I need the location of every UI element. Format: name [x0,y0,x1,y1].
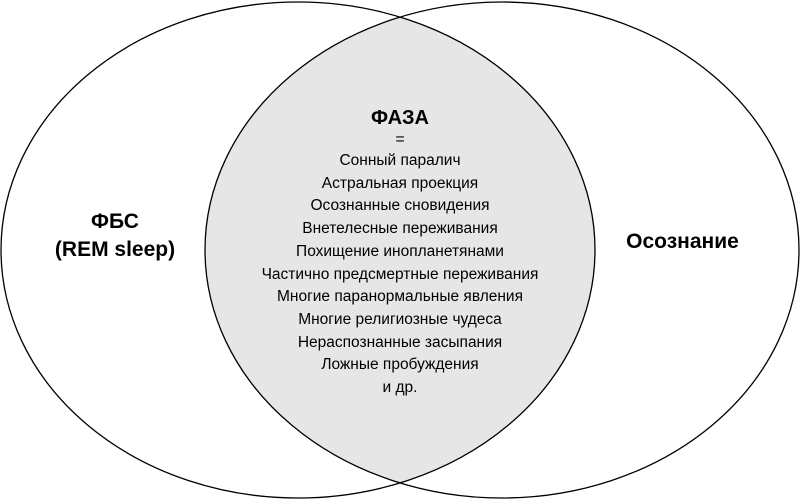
left-circle [0,1,596,499]
equals-sign: = [395,131,405,148]
list-item: Многие паранормальные явления [277,288,523,306]
list-item: Частично предсмертные переживания [261,265,539,283]
intersection-region [205,2,595,498]
list-item: Внетелесные переживания [302,220,498,238]
left-set-label: ФБС (REM sleep) [20,208,210,264]
intersection-list: Сонный паралич Астральная проекция Осозн… [200,150,600,400]
right-circle [204,1,800,499]
list-item: Сонный паралич [339,152,461,169]
list-item: Многие религиозные чудеса [298,310,502,328]
left-set-subtitle: (REM sleep) [54,238,176,261]
intersection-label: ФАЗА = Сонный паралич Астральная проекци… [200,106,600,400]
list-item: Нераспознанные засыпания [297,333,503,351]
list-item: Астральная проекция [321,174,479,192]
left-set-title: ФБС [91,210,139,233]
list-item: и др. [382,379,418,397]
list-item: Похищение инопланетянами [296,242,504,260]
list-item: Осознанные сновидения [310,197,490,215]
right-set-label: Осознание [626,230,739,253]
intersection-title: ФАЗА [371,107,429,129]
list-item: Ложные пробуждения [321,356,479,374]
